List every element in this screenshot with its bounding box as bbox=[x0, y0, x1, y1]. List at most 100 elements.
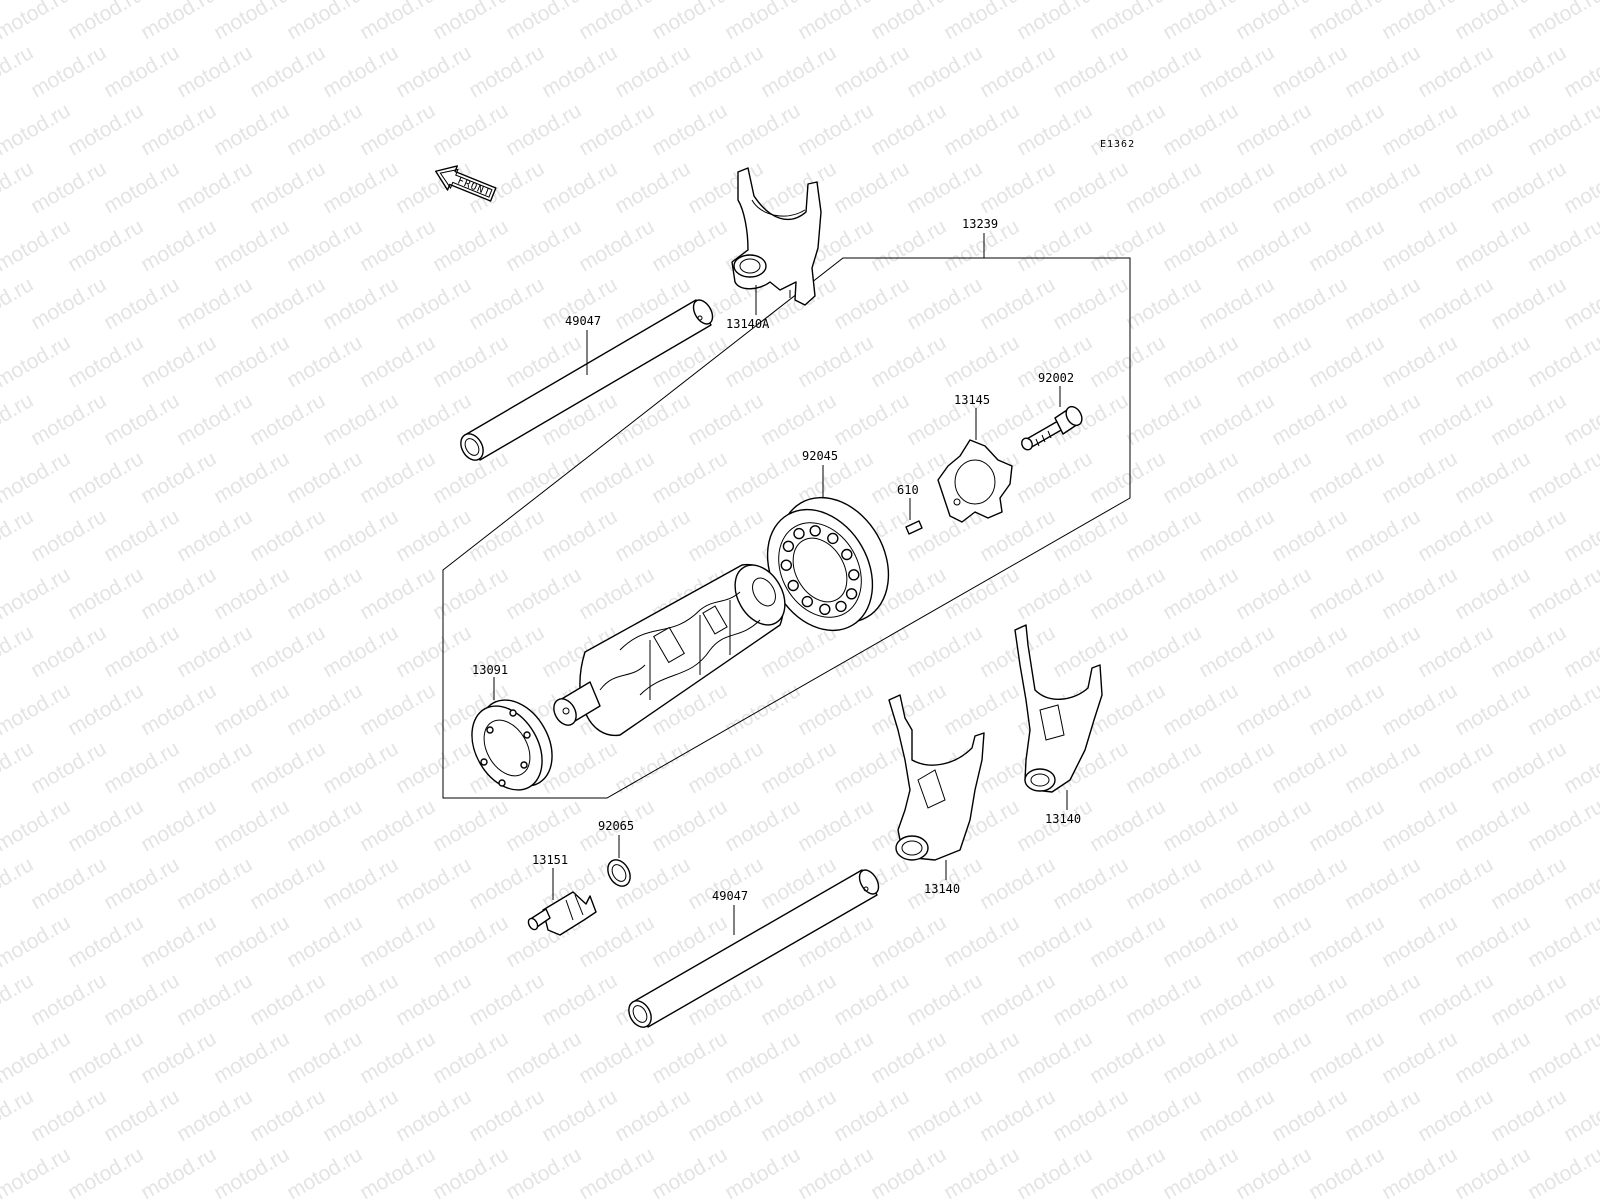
watermark-text: motod.ru bbox=[356, 99, 439, 160]
watermark-text: motod.ru bbox=[283, 1143, 366, 1200]
watermark-text: motod.ru bbox=[1159, 331, 1242, 392]
watermark-text: motod.ru bbox=[830, 273, 913, 334]
watermark-text: motod.ru bbox=[1451, 0, 1534, 44]
watermark-text: motod.ru bbox=[27, 273, 110, 334]
watermark-text: motod.ru bbox=[1086, 215, 1169, 276]
watermark-text: motod.ru bbox=[1451, 99, 1534, 160]
watermark-text: motod.ru bbox=[502, 0, 585, 44]
watermark-text: motod.ru bbox=[1341, 505, 1424, 566]
shift-drum bbox=[553, 564, 786, 737]
watermark-text: motod.ru bbox=[1560, 969, 1600, 1030]
watermark-text: motod.ru bbox=[1086, 563, 1169, 624]
watermark-text: motod.ru bbox=[1159, 563, 1242, 624]
watermark-text: motod.ru bbox=[940, 911, 1023, 972]
watermark-text: motod.ru bbox=[0, 41, 37, 102]
watermark-text: motod.ru bbox=[1232, 911, 1315, 972]
watermark-text: motod.ru bbox=[903, 41, 986, 102]
watermark-text: motod.ru bbox=[319, 1085, 402, 1146]
watermark-text: motod.ru bbox=[648, 1143, 731, 1200]
bearing-balls bbox=[780, 525, 860, 615]
watermark-text: motod.ru bbox=[173, 621, 256, 682]
watermark-text: motod.ru bbox=[1414, 41, 1497, 102]
watermark-text: motod.ru bbox=[356, 0, 439, 44]
watermark-text: motod.ru bbox=[1524, 1027, 1600, 1088]
watermark-text: motod.ru bbox=[27, 505, 110, 566]
callout-13145: 13145 bbox=[954, 393, 990, 407]
watermark-text: motod.ru bbox=[465, 1085, 548, 1146]
watermark-text: motod.ru bbox=[319, 505, 402, 566]
callout-13140a: 13140A bbox=[726, 317, 770, 331]
watermark-text: motod.ru bbox=[757, 737, 840, 798]
watermark-text: motod.ru bbox=[1378, 331, 1461, 392]
watermark-text: motod.ru bbox=[1049, 157, 1132, 218]
watermark-text: motod.ru bbox=[538, 1085, 621, 1146]
watermark-text: motod.ru bbox=[1268, 621, 1351, 682]
watermark-text: motod.ru bbox=[1341, 737, 1424, 798]
watermark-text: motod.ru bbox=[64, 679, 147, 740]
watermark-text: motod.ru bbox=[1378, 99, 1461, 160]
watermark-text: motod.ru bbox=[1341, 157, 1424, 218]
watermark-text: motod.ru bbox=[1159, 447, 1242, 508]
watermark-text: motod.ru bbox=[137, 911, 220, 972]
watermark-text: motod.ru bbox=[757, 157, 840, 218]
watermark-text: motod.ru bbox=[1378, 215, 1461, 276]
watermark-text: motod.ru bbox=[210, 679, 293, 740]
bearing-ball bbox=[787, 579, 799, 592]
dowel-pin bbox=[905, 498, 923, 535]
watermark-text: motod.ru bbox=[283, 563, 366, 624]
watermark-text: motod.ru bbox=[1305, 0, 1388, 44]
watermark-text: motod.ru bbox=[1414, 737, 1497, 798]
watermark-text: motod.ru bbox=[1195, 853, 1278, 914]
watermark-text: motod.ru bbox=[976, 41, 1059, 102]
watermark-text: motod.ru bbox=[1268, 505, 1351, 566]
bolt bbox=[1021, 386, 1083, 451]
watermark-text: motod.ru bbox=[1122, 737, 1205, 798]
watermark-text: motod.ru bbox=[210, 1027, 293, 1088]
watermark-text: motod.ru bbox=[830, 157, 913, 218]
shift-fork-mid bbox=[888, 694, 985, 880]
watermark-text: motod.ru bbox=[1524, 679, 1600, 740]
watermark-text: motod.ru bbox=[940, 99, 1023, 160]
watermark-text: motod.ru bbox=[1049, 969, 1132, 1030]
watermark-text: motod.ru bbox=[1414, 1085, 1497, 1146]
watermark-text: motod.ru bbox=[1560, 621, 1600, 682]
watermark-text: motod.ru bbox=[1232, 1143, 1315, 1200]
watermark-text: motod.ru bbox=[1341, 389, 1424, 450]
shift-rod-top bbox=[460, 299, 714, 461]
watermark-text: motod.ru bbox=[465, 969, 548, 1030]
callout-13151: 13151 bbox=[532, 853, 568, 867]
watermark-text: motod.ru bbox=[1049, 41, 1132, 102]
bearing-ball bbox=[841, 548, 853, 561]
shift-rod-bottom bbox=[628, 869, 880, 1028]
watermark-text: motod.ru bbox=[1305, 563, 1388, 624]
watermark-text: motod.ru bbox=[648, 795, 731, 856]
watermark-text: motod.ru bbox=[940, 331, 1023, 392]
watermark-text: motod.ru bbox=[173, 969, 256, 1030]
watermark-text: motod.ru bbox=[356, 1143, 439, 1200]
watermark-text: motod.ru bbox=[1305, 1027, 1388, 1088]
watermark-text: motod.ru bbox=[684, 389, 767, 450]
watermark-text: motod.ru bbox=[940, 1027, 1023, 1088]
watermark-text: motod.ru bbox=[1086, 331, 1169, 392]
watermark-text: motod.ru bbox=[429, 99, 512, 160]
watermark-text: motod.ru bbox=[100, 853, 183, 914]
watermark-text: motod.ru bbox=[684, 505, 767, 566]
watermark-text: motod.ru bbox=[1414, 157, 1497, 218]
watermark-text: motod.ru bbox=[903, 505, 986, 566]
watermark-text: motod.ru bbox=[575, 911, 658, 972]
watermark-text: motod.ru bbox=[757, 1085, 840, 1146]
watermark-text: motod.ru bbox=[1451, 331, 1534, 392]
watermark-text: motod.ru bbox=[867, 1027, 950, 1088]
watermark-text: motod.ru bbox=[356, 563, 439, 624]
watermark-text: motod.ru bbox=[721, 679, 804, 740]
watermark-text: motod.ru bbox=[1013, 911, 1096, 972]
watermark-text: motod.ru bbox=[283, 215, 366, 276]
watermark-text: motod.ru bbox=[794, 99, 877, 160]
watermark-text: motod.ru bbox=[1195, 1085, 1278, 1146]
watermark-text: motod.ru bbox=[1305, 795, 1388, 856]
watermark-text: motod.ru bbox=[0, 679, 74, 740]
watermark-text: motod.ru bbox=[721, 447, 804, 508]
watermark-text: motod.ru bbox=[0, 215, 74, 276]
watermark-text: motod.ru bbox=[0, 447, 74, 508]
